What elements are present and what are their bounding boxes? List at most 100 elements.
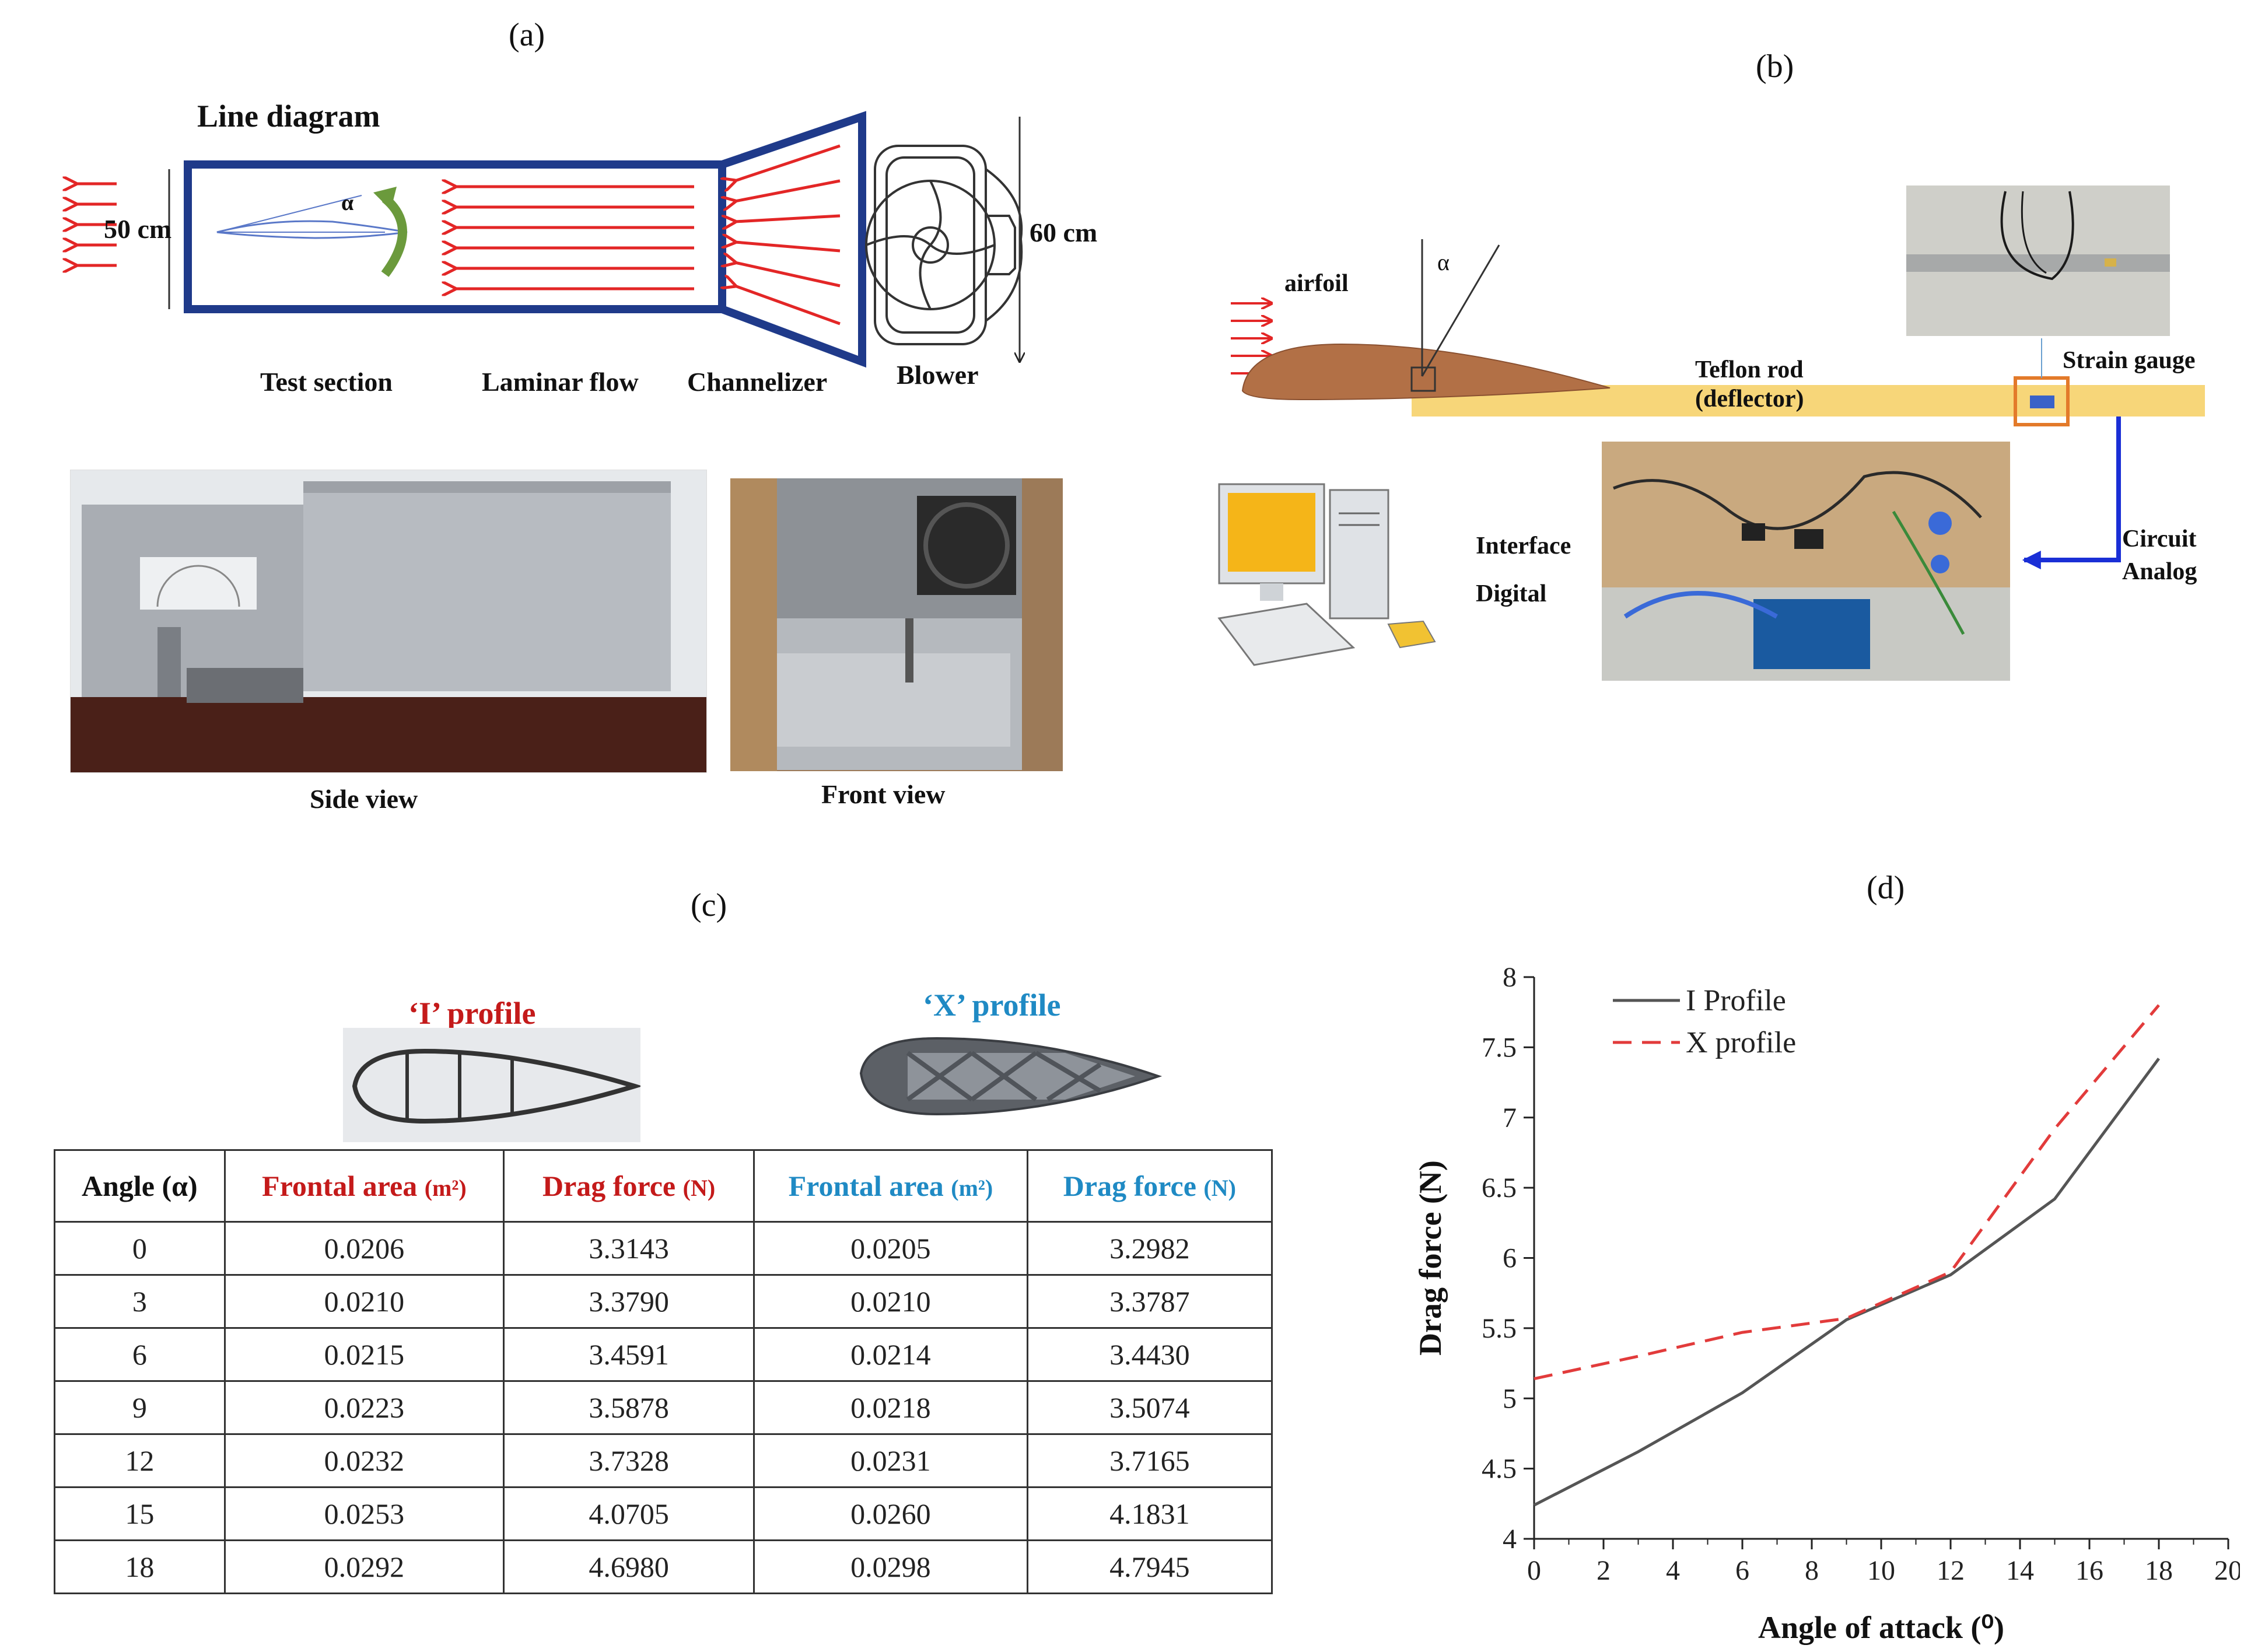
i-profile-drawing [343,1028,640,1142]
front-view-caption: Front view [821,779,946,809]
interface-label: Interface [1476,533,1571,559]
cell-i-drag: 3.7328 [503,1433,755,1488]
x-tick-label: 2 [1597,1555,1611,1586]
header-i-drag-force: Drag force (N) [503,1149,755,1223]
y-tick-label: 5 [1503,1383,1517,1414]
x-tick-label: 20 [2214,1555,2240,1586]
cell-angle: 15 [54,1486,226,1541]
cell-x-drag: 3.4430 [1026,1327,1273,1382]
cell-x-drag: 3.2982 [1026,1221,1273,1276]
strain-gauge-photo [1906,186,2170,336]
y-tick-label: 4 [1503,1524,1517,1555]
header-x-frontal-area: Frontal area (m²) [753,1149,1028,1223]
panel-a-label: (a) [509,17,545,53]
cell-x-area: 0.0298 [753,1539,1028,1594]
y-tick-label: 6 [1503,1243,1517,1274]
cell-i-area: 0.0215 [223,1327,505,1382]
table-row: 6 0.0215 3.4591 0.0214 3.4430 [54,1327,1273,1382]
table-row: 0 0.0206 3.3143 0.0205 3.2982 [54,1221,1273,1276]
x-profile-title: ‘X’ profile [923,988,1061,1023]
header-x-drag-force: Drag force (N) [1026,1149,1273,1223]
cell-angle: 3 [54,1274,226,1329]
cell-i-area: 0.0253 [223,1486,505,1541]
outflow-arrows [76,184,117,265]
cell-x-area: 0.0260 [753,1486,1028,1541]
x-tick-label: 6 [1735,1555,1749,1586]
teflon-rod-label: Teflon rod [1695,356,1804,383]
drag-force-table: Angle (α) Frontal area (m²) Drag force (… [54,1149,1273,1594]
legend-label: X profile [1686,1026,1796,1059]
label-channelizer: Channelizer [687,367,828,397]
digital-label: Digital [1476,580,1547,607]
deflector-label: (deflector) [1695,386,1804,412]
x-tick-label: 10 [1867,1555,1895,1586]
cell-angle: 9 [54,1380,226,1435]
y-tick-label: 7.5 [1482,1032,1517,1063]
cell-x-area: 0.0218 [753,1380,1028,1435]
dim-50cm-label: 50 cm [104,214,172,244]
airfoil-shape [1241,343,1611,401]
cell-i-drag: 3.4591 [503,1327,755,1382]
x-profile-drawing [859,1037,1163,1116]
panel-d-label: (d) [1867,870,1905,906]
x-tick-label: 4 [1666,1555,1680,1586]
series-line-x-profile [1534,1004,2160,1380]
strain-gauge-label: Strain gauge [2063,347,2196,374]
cell-x-drag: 3.3787 [1026,1274,1273,1329]
front-view-photo [730,478,1063,771]
channelizer-arrows [735,144,841,326]
label-test-section: Test section [260,367,393,397]
cell-x-drag: 4.1831 [1026,1486,1273,1541]
cell-x-area: 0.0205 [753,1221,1028,1276]
x-axis-label: Angle of attack (⁰) [1758,1610,2004,1645]
dim-60cm-label: 60 cm [1030,218,1098,247]
y-tick-label: 5.5 [1482,1313,1517,1344]
cell-i-drag: 3.3790 [503,1274,755,1329]
circuit-photo [1602,442,2010,681]
cell-i-area: 0.0232 [223,1433,505,1488]
blower-drawing [865,145,1023,345]
computer-illustration [1217,483,1436,666]
x-tick-label: 14 [2006,1555,2034,1586]
series-line-i-profile [1533,1058,2161,1507]
y-tick-label: 7 [1503,1102,1517,1133]
alpha-label-a: α [341,191,354,215]
setup-diagram [1231,239,2205,587]
header-angle: Angle (α) [54,1149,226,1223]
label-laminar-flow: Laminar flow [482,367,639,397]
cell-x-area: 0.0214 [753,1327,1028,1382]
x-tick-label: 16 [2075,1555,2103,1586]
cell-x-drag: 4.7945 [1026,1539,1273,1594]
header-i-frontal-area: Frontal area (m²) [223,1149,505,1223]
panel-b-label: (b) [1756,48,1794,85]
cell-i-drag: 4.0705 [503,1486,755,1541]
cell-x-area: 0.0231 [753,1433,1028,1488]
x-tick-label: 8 [1805,1555,1819,1586]
side-view-caption: Side view [310,784,418,814]
cell-i-area: 0.0210 [223,1274,505,1329]
table-row: 18 0.0292 4.6980 0.0298 4.7945 [54,1539,1273,1594]
channelizer-shape [718,111,866,368]
cell-x-drag: 3.7165 [1026,1433,1273,1488]
panel-c-label: (c) [691,887,727,923]
legend-label: I Profile [1686,984,1786,1017]
i-profile-title: ‘I’ profile [408,996,536,1031]
y-axis-label: Drag force (N) [1413,1160,1448,1356]
y-tick-label: 8 [1503,962,1517,993]
y-tick-label: 6.5 [1482,1172,1517,1203]
airfoil-label: airfoil [1284,270,1349,297]
cell-i-drag: 3.3143 [503,1221,755,1276]
x-tick-label: 0 [1527,1555,1541,1586]
laminar-flow-arrows [455,187,694,289]
cell-x-drag: 3.5074 [1026,1380,1273,1435]
y-tick-label: 4.5 [1482,1454,1517,1485]
wind-tunnel-diagram [58,111,1167,368]
cell-i-drag: 3.5878 [503,1380,755,1435]
cell-angle: 18 [54,1539,226,1594]
cell-x-area: 0.0210 [753,1274,1028,1329]
cell-i-area: 0.0206 [223,1221,505,1276]
cell-angle: 6 [54,1327,226,1382]
table-row: 3 0.0210 3.3790 0.0210 3.3787 [54,1274,1273,1329]
circuit-label: Circuit [2122,526,2197,552]
